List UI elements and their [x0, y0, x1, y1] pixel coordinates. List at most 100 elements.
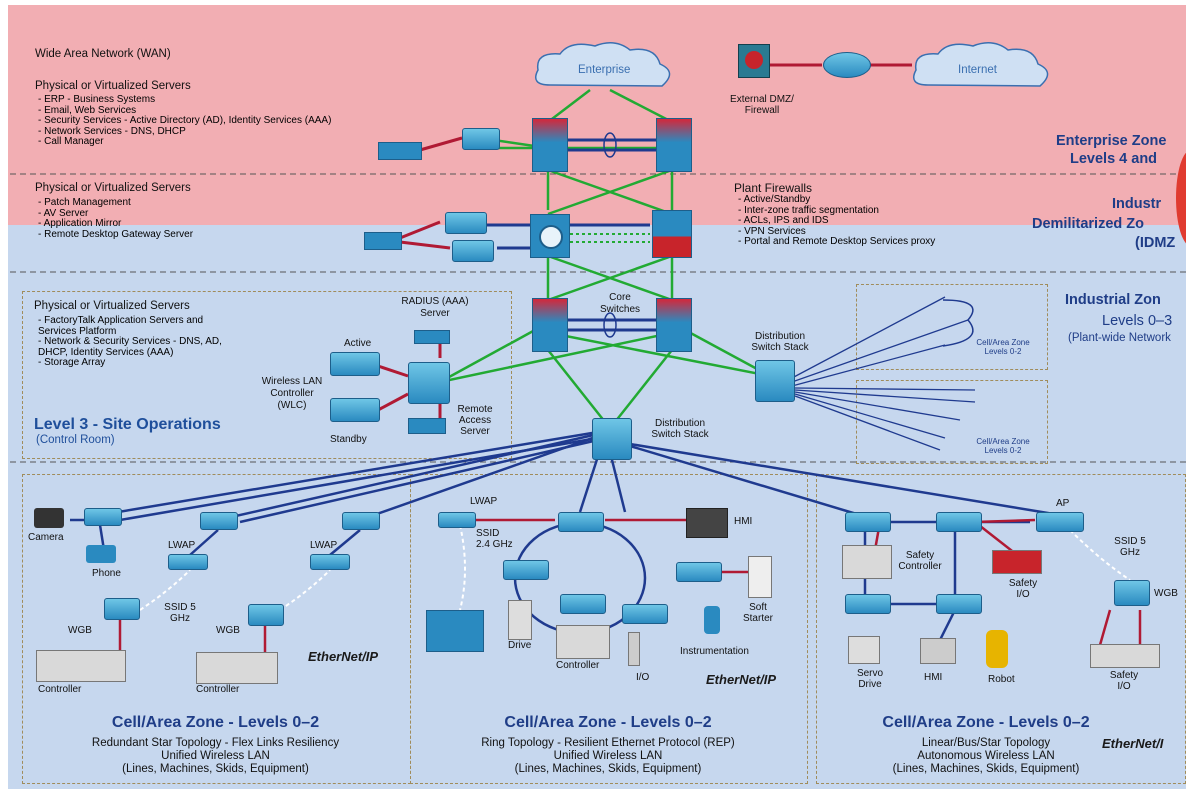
- cell1-switch-icon: [342, 512, 380, 530]
- robot-icon: [986, 630, 1008, 668]
- router-icon: [823, 52, 871, 78]
- core-switches-label: Core Switches: [599, 292, 640, 315]
- list-item: Application Mirror: [38, 218, 193, 230]
- cell3-wgb-icon: [1114, 580, 1150, 606]
- dmz-label: External DMZ/ Firewall: [730, 94, 794, 116]
- cell2-switch-icon: [558, 512, 604, 532]
- cell1-phone-label: Phone: [92, 568, 121, 579]
- cell1-controller2-label: Controller: [196, 684, 240, 695]
- dist-top-switch-icon: [755, 360, 795, 402]
- enterprise-zone-title: Enterprise Zone: [1056, 133, 1167, 149]
- cell2-drive-label: Drive: [508, 640, 532, 651]
- level3-box: [22, 291, 512, 459]
- instrumentation-icon: [704, 606, 720, 634]
- list-item: Security Services - Active Directory (AD…: [38, 115, 331, 127]
- cell3-switch-icon: [845, 512, 891, 532]
- list-item: Inter-zone traffic segmentation: [738, 205, 935, 217]
- enterprise-server-list: ERP - Business Systems Email, Web Servic…: [38, 94, 331, 148]
- logo-accent: [1176, 150, 1186, 246]
- enterprise-cloud-label: Enterprise: [578, 64, 631, 76]
- laptop-icon: [426, 610, 484, 652]
- cell2-switch-icon: [503, 560, 549, 580]
- cell2-hmi-label: HMI: [734, 516, 753, 527]
- industrial-core-switch-left-icon: [532, 298, 568, 352]
- wlc-standby-label: Standby: [330, 434, 367, 445]
- enterprise-zone-levels: Levels 4 and: [1070, 151, 1158, 167]
- idmz-server-icon: [364, 232, 402, 250]
- plant-firewalls-list: Active/Standby Inter-zone traffic segmen…: [738, 194, 936, 248]
- hmi-icon: [920, 638, 956, 664]
- cell1-lwap1-label: LWAP: [168, 540, 196, 551]
- cell1-title: Cell/Area Zone - Levels 0–2: [111, 714, 320, 731]
- cell2-soft-starter-label: Soft Starter: [742, 602, 773, 624]
- idmz-switch-lower-icon: [452, 240, 494, 262]
- cell3-title: Cell/Area Zone - Levels 0–2: [882, 714, 1090, 731]
- cell3-ssid-label: SSID 5 GHz: [1114, 536, 1146, 558]
- cell2-io-label: I/O: [636, 672, 650, 683]
- list-item: Patch Management: [38, 197, 193, 209]
- cell3-switch-icon: [845, 594, 891, 614]
- cell3-switch-icon: [936, 512, 982, 532]
- cell1-switch-icon: [200, 512, 238, 530]
- industrial-zone-note: (Plant-wide Network: [1068, 332, 1171, 344]
- idmz-zone-title-2: Demilitarized Zo: [1032, 216, 1144, 232]
- cell3-safety-io1-label: Safety I/O: [1008, 578, 1038, 600]
- safety-io-icon: [1090, 644, 1160, 668]
- controller-icon: [36, 650, 126, 682]
- list-item: Active/Standby: [738, 194, 935, 206]
- cell1-wgb1-icon: [104, 598, 140, 620]
- controller-icon: [556, 625, 610, 659]
- cell3-wgb-label: WGB: [1154, 588, 1178, 599]
- cell3-safety-io2-label: Safety I/O: [1109, 670, 1139, 692]
- cell2-switch-icon: [676, 562, 722, 582]
- wlc-active-label: Active: [344, 338, 372, 349]
- idmz-switch-upper-icon: [445, 212, 487, 234]
- safety-io-icon: [992, 550, 1042, 574]
- soft-starter-icon: [748, 556, 772, 598]
- list-item: Storage Array: [38, 357, 238, 369]
- idmz-server-list: Patch Management AV Server Application M…: [38, 197, 194, 241]
- list-item: FactoryTalk Application Servers and Serv…: [38, 315, 238, 337]
- enterprise-server-icon: [378, 142, 422, 160]
- cell2-subtitle-1: Ring Topology - Resilient Ethernet Proto…: [481, 737, 735, 749]
- enterprise-access-switch-icon: [462, 128, 500, 150]
- cell1-subtitle-3: (Lines, Machines, Skids, Equipment): [122, 763, 309, 775]
- list-item: Portal and Remote Desktop Services proxy: [738, 236, 935, 248]
- idmz-zone-title: Industr: [1112, 196, 1162, 212]
- internet-cloud-icon: [913, 42, 1049, 87]
- phone-icon: [86, 545, 116, 563]
- list-item: VPN Services: [738, 226, 935, 238]
- plant-firewall-right-icon: [652, 210, 692, 258]
- wlc-label: Wireless LAN Controller (WLC): [261, 376, 323, 411]
- io-module-icon: [628, 632, 640, 666]
- wlc-active-icon: [330, 352, 380, 376]
- cell3-subtitle-2: Autonomous Wireless LAN: [917, 750, 1055, 762]
- enterprise-servers-title: Physical or Virtualized Servers: [35, 80, 191, 92]
- cell3-subtitle-1: Linear/Bus/Star Topology: [921, 737, 1051, 749]
- cell1-lwap2-label: LWAP: [310, 540, 338, 551]
- cell1-subtitle-1: Redundant Star Topology - Flex Links Res…: [91, 737, 340, 749]
- cell2-subtitle-2: Unified Wireless LAN: [553, 750, 663, 762]
- enterprise-cloud-icon: [535, 42, 671, 87]
- cell2-title: Cell/Area Zone - Levels 0–2: [504, 714, 712, 731]
- enterprise-core-switch-right-icon: [656, 118, 692, 172]
- site-distribution-switch-icon: [408, 362, 450, 404]
- idmz-servers-title: Physical or Virtualized Servers: [35, 182, 191, 194]
- remote-access-server-icon: [408, 418, 446, 434]
- wan-title: Wide Area Network (WAN): [35, 48, 171, 60]
- internet-cloud-label: Internet: [958, 64, 997, 76]
- list-item: Email, Web Services: [38, 105, 331, 117]
- cell1-wgb2-label: WGB: [216, 625, 240, 636]
- mini-cell-lower-label: Cell/Area Zone Levels 0-2: [976, 437, 1030, 455]
- list-item: Remote Desktop Gateway Server: [38, 229, 193, 241]
- level3-subtitle: (Control Room): [36, 434, 115, 446]
- site-server-list: FactoryTalk Application Servers and Serv…: [38, 315, 238, 369]
- cell1-wgb2-icon: [248, 604, 284, 626]
- safety-controller-icon: [842, 545, 892, 579]
- servo-drive-icon: [848, 636, 880, 664]
- hmi-icon: [686, 508, 728, 538]
- list-item: Network & Security Services - DNS, AD, D…: [38, 336, 238, 358]
- cell3-ap-label: AP: [1056, 498, 1070, 509]
- cell1-lwap1-icon: [168, 554, 208, 570]
